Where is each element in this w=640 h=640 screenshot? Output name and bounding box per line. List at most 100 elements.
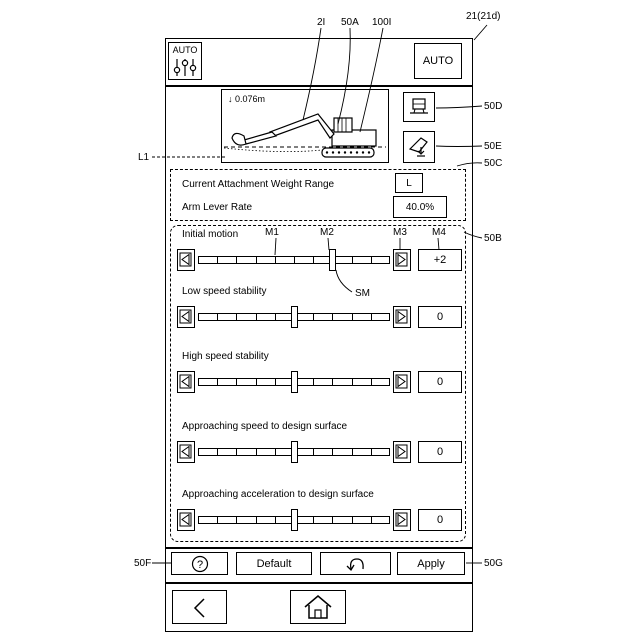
ref-m4: M4 [432, 227, 446, 238]
decrease-button[interactable] [177, 306, 195, 328]
ref-sm: SM [355, 288, 370, 299]
slider-thumb[interactable] [291, 441, 298, 463]
slider-tick [236, 379, 237, 385]
slider-tick [275, 517, 276, 523]
help-icon: ? [191, 555, 209, 573]
triangle-left-icon [178, 372, 193, 391]
default-button[interactable]: Default [236, 552, 312, 575]
slider-tick [236, 517, 237, 523]
slider-tick [256, 449, 257, 455]
decrease-button[interactable] [177, 509, 195, 531]
slider-thumb[interactable] [291, 306, 298, 328]
ref-info-panel: 50C [484, 158, 502, 169]
ref-arm: 2I [317, 17, 325, 28]
ref-m2: M2 [320, 227, 334, 238]
slider-label: Approaching speed to design surface [182, 421, 347, 432]
decrease-button[interactable] [177, 249, 195, 271]
slider-tick [352, 449, 353, 455]
header-divider [165, 85, 473, 87]
ref-m3: M3 [393, 227, 407, 238]
ref-bucket: 50E [484, 141, 502, 152]
weight-range-label: Current Attachment Weight Range [182, 179, 334, 190]
triangle-left-icon [178, 510, 193, 529]
slider-tick [236, 449, 237, 455]
home-icon [303, 594, 333, 620]
decrease-button[interactable] [177, 441, 195, 463]
slider-value: 0 [418, 371, 462, 393]
increase-button[interactable] [393, 249, 411, 271]
ref-machine: 100I [372, 17, 391, 28]
slider-tick [332, 517, 333, 523]
slider-label: High speed stability [182, 351, 269, 362]
ref-apply: 50G [484, 558, 503, 569]
decrease-button[interactable] [177, 371, 195, 393]
slider-value: 0 [418, 509, 462, 531]
slider-tick [256, 517, 257, 523]
triangle-left-icon [178, 250, 193, 269]
ref-screen-a: 50A [341, 17, 359, 28]
slider-value: 0 [418, 306, 462, 328]
equalizer-icon [172, 57, 198, 77]
undo-button[interactable] [320, 552, 391, 575]
machine-view: ↓ 0.076m [221, 89, 389, 163]
slider-tick [313, 517, 314, 523]
slider-tick [256, 379, 257, 385]
slider-tick [217, 449, 218, 455]
triangle-right-icon [394, 250, 409, 269]
slider-tick [313, 257, 314, 263]
arm-lever-rate-value: 40.0% [393, 196, 447, 218]
slider-tick [371, 449, 372, 455]
slider-track[interactable] [198, 256, 390, 264]
slider-tick [236, 257, 237, 263]
triangle-left-icon [178, 442, 193, 461]
triangle-right-icon [394, 372, 409, 391]
slider-tick [275, 449, 276, 455]
ref-guidance: 50D [484, 101, 502, 112]
help-symbol: ? [196, 559, 202, 571]
slider-tick [313, 379, 314, 385]
slider-tick [217, 257, 218, 263]
slider-tick [352, 257, 353, 263]
slider-tick [275, 257, 276, 263]
slider-tick [371, 257, 372, 263]
slider-tick [275, 379, 276, 385]
machine-guidance-icon [408, 96, 430, 118]
slider-tick [371, 379, 372, 385]
increase-button[interactable] [393, 306, 411, 328]
triangle-right-icon [394, 307, 409, 326]
weight-range-value: L [395, 173, 423, 193]
slider-tick [352, 314, 353, 320]
slider-thumb[interactable] [329, 249, 336, 271]
slider-thumb[interactable] [291, 509, 298, 531]
triangle-right-icon [394, 442, 409, 461]
slider-tick [217, 517, 218, 523]
footer-divider [165, 582, 473, 584]
increase-button[interactable] [393, 509, 411, 531]
triangle-left-icon [178, 307, 193, 326]
slider-value: 0 [418, 441, 462, 463]
slider-value: +2 [418, 249, 462, 271]
slider-label: Initial motion [182, 229, 238, 240]
ref-slider-panel: 50B [484, 233, 502, 244]
bucket-button[interactable] [403, 131, 435, 163]
excavator-illustration [222, 90, 388, 162]
slider-tick [313, 314, 314, 320]
home-button[interactable] [290, 590, 346, 624]
apply-button[interactable]: Apply [397, 552, 465, 575]
slider-tick [371, 517, 372, 523]
undo-icon [344, 555, 368, 573]
increase-button[interactable] [393, 371, 411, 393]
help-button[interactable]: ? [171, 552, 228, 575]
increase-button[interactable] [393, 441, 411, 463]
arm-lever-rate-label: Arm Lever Rate [182, 202, 252, 213]
slider-thumb[interactable] [291, 371, 298, 393]
slider-tick [352, 379, 353, 385]
auto-tuning-button[interactable]: AUTO [168, 42, 202, 80]
slider-tick [217, 314, 218, 320]
bucket-icon [407, 135, 431, 159]
ref-device: 21(21d) [466, 11, 500, 22]
auto-button[interactable]: AUTO [414, 43, 462, 79]
guidance-button[interactable] [403, 92, 435, 122]
chevron-left-icon [190, 596, 210, 620]
back-button[interactable] [172, 590, 227, 624]
